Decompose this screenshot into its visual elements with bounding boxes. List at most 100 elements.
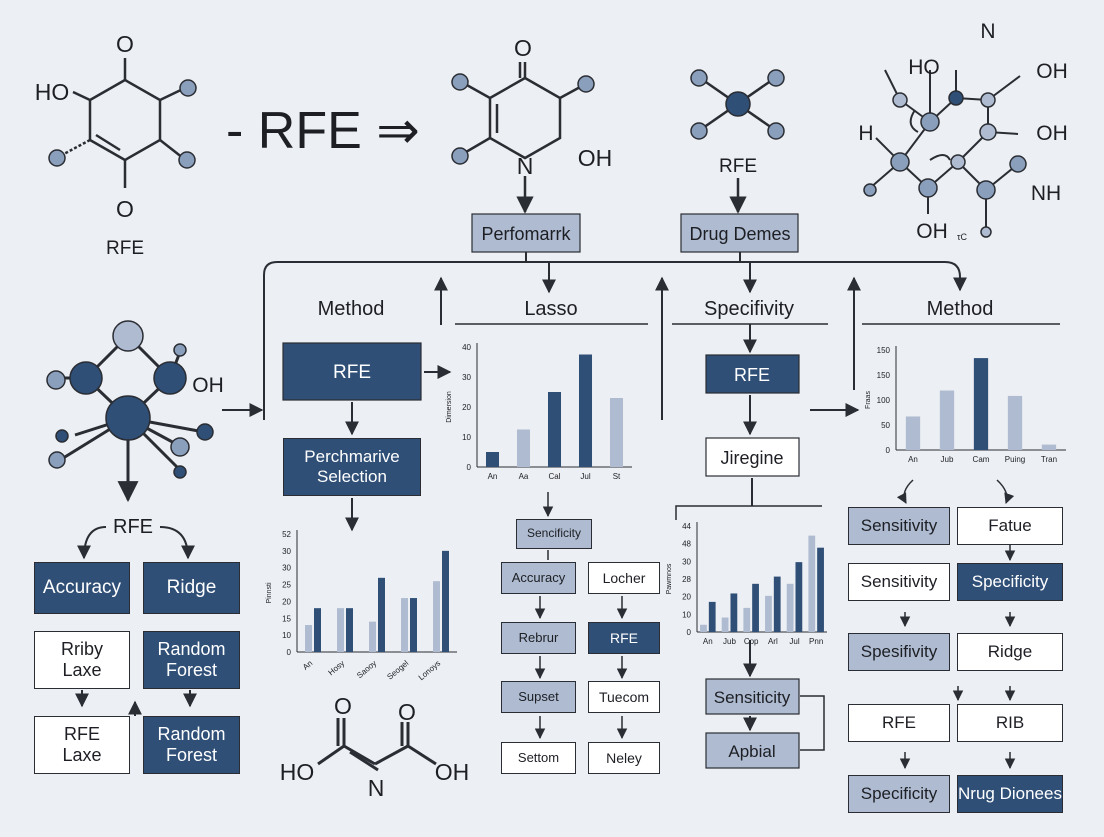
x-tick-label: St	[613, 472, 621, 481]
col3-sensiticity-label: Sensiticity	[714, 688, 791, 707]
molecule-5-atom	[173, 343, 187, 357]
y-axis-label: Pinnsti	[266, 582, 273, 603]
left-random-forest-2-box: Random Forest	[143, 716, 240, 774]
molecule-5-atom	[69, 361, 103, 395]
col4-rib-box: RIB	[957, 704, 1063, 742]
molecule-6-o1: O	[334, 693, 352, 719]
y-tick-label: 30	[282, 564, 291, 573]
y-axis-label: Dimersion	[446, 391, 453, 423]
molecule-4-atom	[980, 226, 992, 238]
x-tick-label: Arl	[768, 637, 778, 646]
y-tick-label: 100	[877, 396, 891, 405]
drug-demes-box	[680, 213, 799, 253]
x-tick-label: Hosy	[327, 659, 347, 678]
y-tick-label: 10	[282, 631, 291, 640]
x-tick-label: Jub	[723, 637, 736, 646]
chart-bar	[808, 535, 816, 632]
y-tick-label: 52	[282, 530, 291, 539]
molecule-1-atom	[178, 151, 196, 169]
left-tree-connectors	[75, 526, 197, 716]
molecule-2-o: O	[514, 35, 532, 61]
col2-locher-box: Locher	[588, 562, 660, 594]
y-tick-label: 10	[462, 433, 471, 442]
chart-bar	[401, 598, 408, 652]
y-tick-label: 150	[877, 371, 891, 380]
y-tick-label: 30	[682, 557, 691, 566]
col4-spesifivity-box: Spesifivity	[848, 633, 950, 671]
chart-bar	[369, 621, 376, 652]
molecule-5-atom	[112, 320, 144, 352]
chart-bar	[773, 576, 781, 632]
x-tick-label: Cal	[548, 472, 560, 481]
left-ridy-laxe-box: Rriby Laxe	[34, 631, 130, 689]
y-tick-label: 10	[682, 610, 691, 619]
left-ridge-label: Ridge	[166, 577, 217, 599]
col2-supset-label: Supset	[518, 688, 559, 704]
chart-bar	[305, 625, 312, 652]
molecule-3-atom	[767, 122, 785, 140]
col4-rfe-box: RFE	[848, 704, 950, 742]
col2-neley-label: Neley	[606, 749, 642, 766]
col4-ridge-label: Ridge	[987, 642, 1033, 662]
molecule-4-atom	[863, 183, 877, 197]
col4-sensitivity-2-box: Sensitivity	[848, 563, 950, 601]
col2-supset-box: Supset	[501, 681, 576, 713]
col4-connectors	[896, 479, 1016, 770]
col3-rfe-box	[705, 354, 800, 394]
col1-rfe-label: RFE	[333, 362, 371, 383]
chart-bar	[721, 617, 729, 632]
x-tick-label: Lonoys	[417, 659, 443, 682]
left-rfe-laxe-box: RFE Laxe	[34, 716, 130, 774]
chart-bar	[485, 452, 500, 467]
col4-header: Method	[927, 298, 994, 320]
col2-tuecom-label: Tuecom	[598, 688, 650, 705]
molecule-4-atom	[980, 92, 996, 108]
molecule-2	[464, 62, 583, 214]
col4-specificity-1-box: Specificity	[957, 563, 1063, 601]
molecule-4-atom	[976, 180, 996, 200]
y-tick-label: 20	[682, 593, 691, 602]
molecule-6-ho: HO	[280, 759, 315, 785]
x-tick-label: An	[908, 455, 918, 464]
molecule-5-atom	[173, 465, 187, 479]
molecule-4	[869, 69, 1021, 230]
col2-settom-box: Settom	[501, 742, 576, 774]
chart-bar	[795, 562, 803, 632]
chart-bar	[708, 601, 716, 632]
chart-bar	[730, 593, 738, 632]
molecule-1-ho: HO	[35, 79, 70, 105]
molecule-5-oh: OH	[192, 374, 224, 397]
y-tick-label: 0	[287, 648, 292, 657]
chart-bar	[905, 416, 921, 450]
col2-settom-label: Settom	[517, 749, 560, 765]
left-random-forest-1-box: Random Forest	[143, 631, 240, 689]
molecule-4-n: N	[980, 20, 995, 43]
col2-locher-label: Locher	[602, 569, 646, 586]
col1-header: Method	[318, 298, 385, 320]
left-rfe-laxe-label: RFE Laxe	[62, 724, 102, 765]
molecule-4-atom	[918, 178, 938, 198]
flow-connectors	[222, 252, 967, 420]
molecule-4-atom	[1009, 155, 1027, 173]
x-tick-label: Cam	[973, 455, 990, 464]
molecule-6-o2: O	[398, 699, 416, 725]
molecule-2-atom	[451, 73, 469, 91]
molecule-4-atom	[892, 92, 908, 108]
chart-bar	[1041, 444, 1057, 450]
y-tick-label: 20	[282, 597, 291, 606]
molecule-3-atom	[690, 122, 708, 140]
col4-fatue-label: Fatue	[988, 516, 1032, 536]
col2-rebrur-label: Rebrur	[518, 629, 559, 645]
y-tick-label: 50	[881, 421, 890, 430]
y-tick-label: 25	[282, 581, 291, 590]
molecule-5-atom	[48, 451, 66, 469]
y-tick-label: 20	[462, 403, 471, 412]
x-tick-label: Jul	[789, 637, 799, 646]
col1-perchmarive-label: Perchmarive Selection	[304, 447, 400, 486]
x-tick-label: An	[703, 637, 713, 646]
y-tick-label: 30	[282, 547, 291, 556]
chart-bar	[700, 624, 707, 632]
col4-rfe-label: RFE	[882, 713, 916, 733]
